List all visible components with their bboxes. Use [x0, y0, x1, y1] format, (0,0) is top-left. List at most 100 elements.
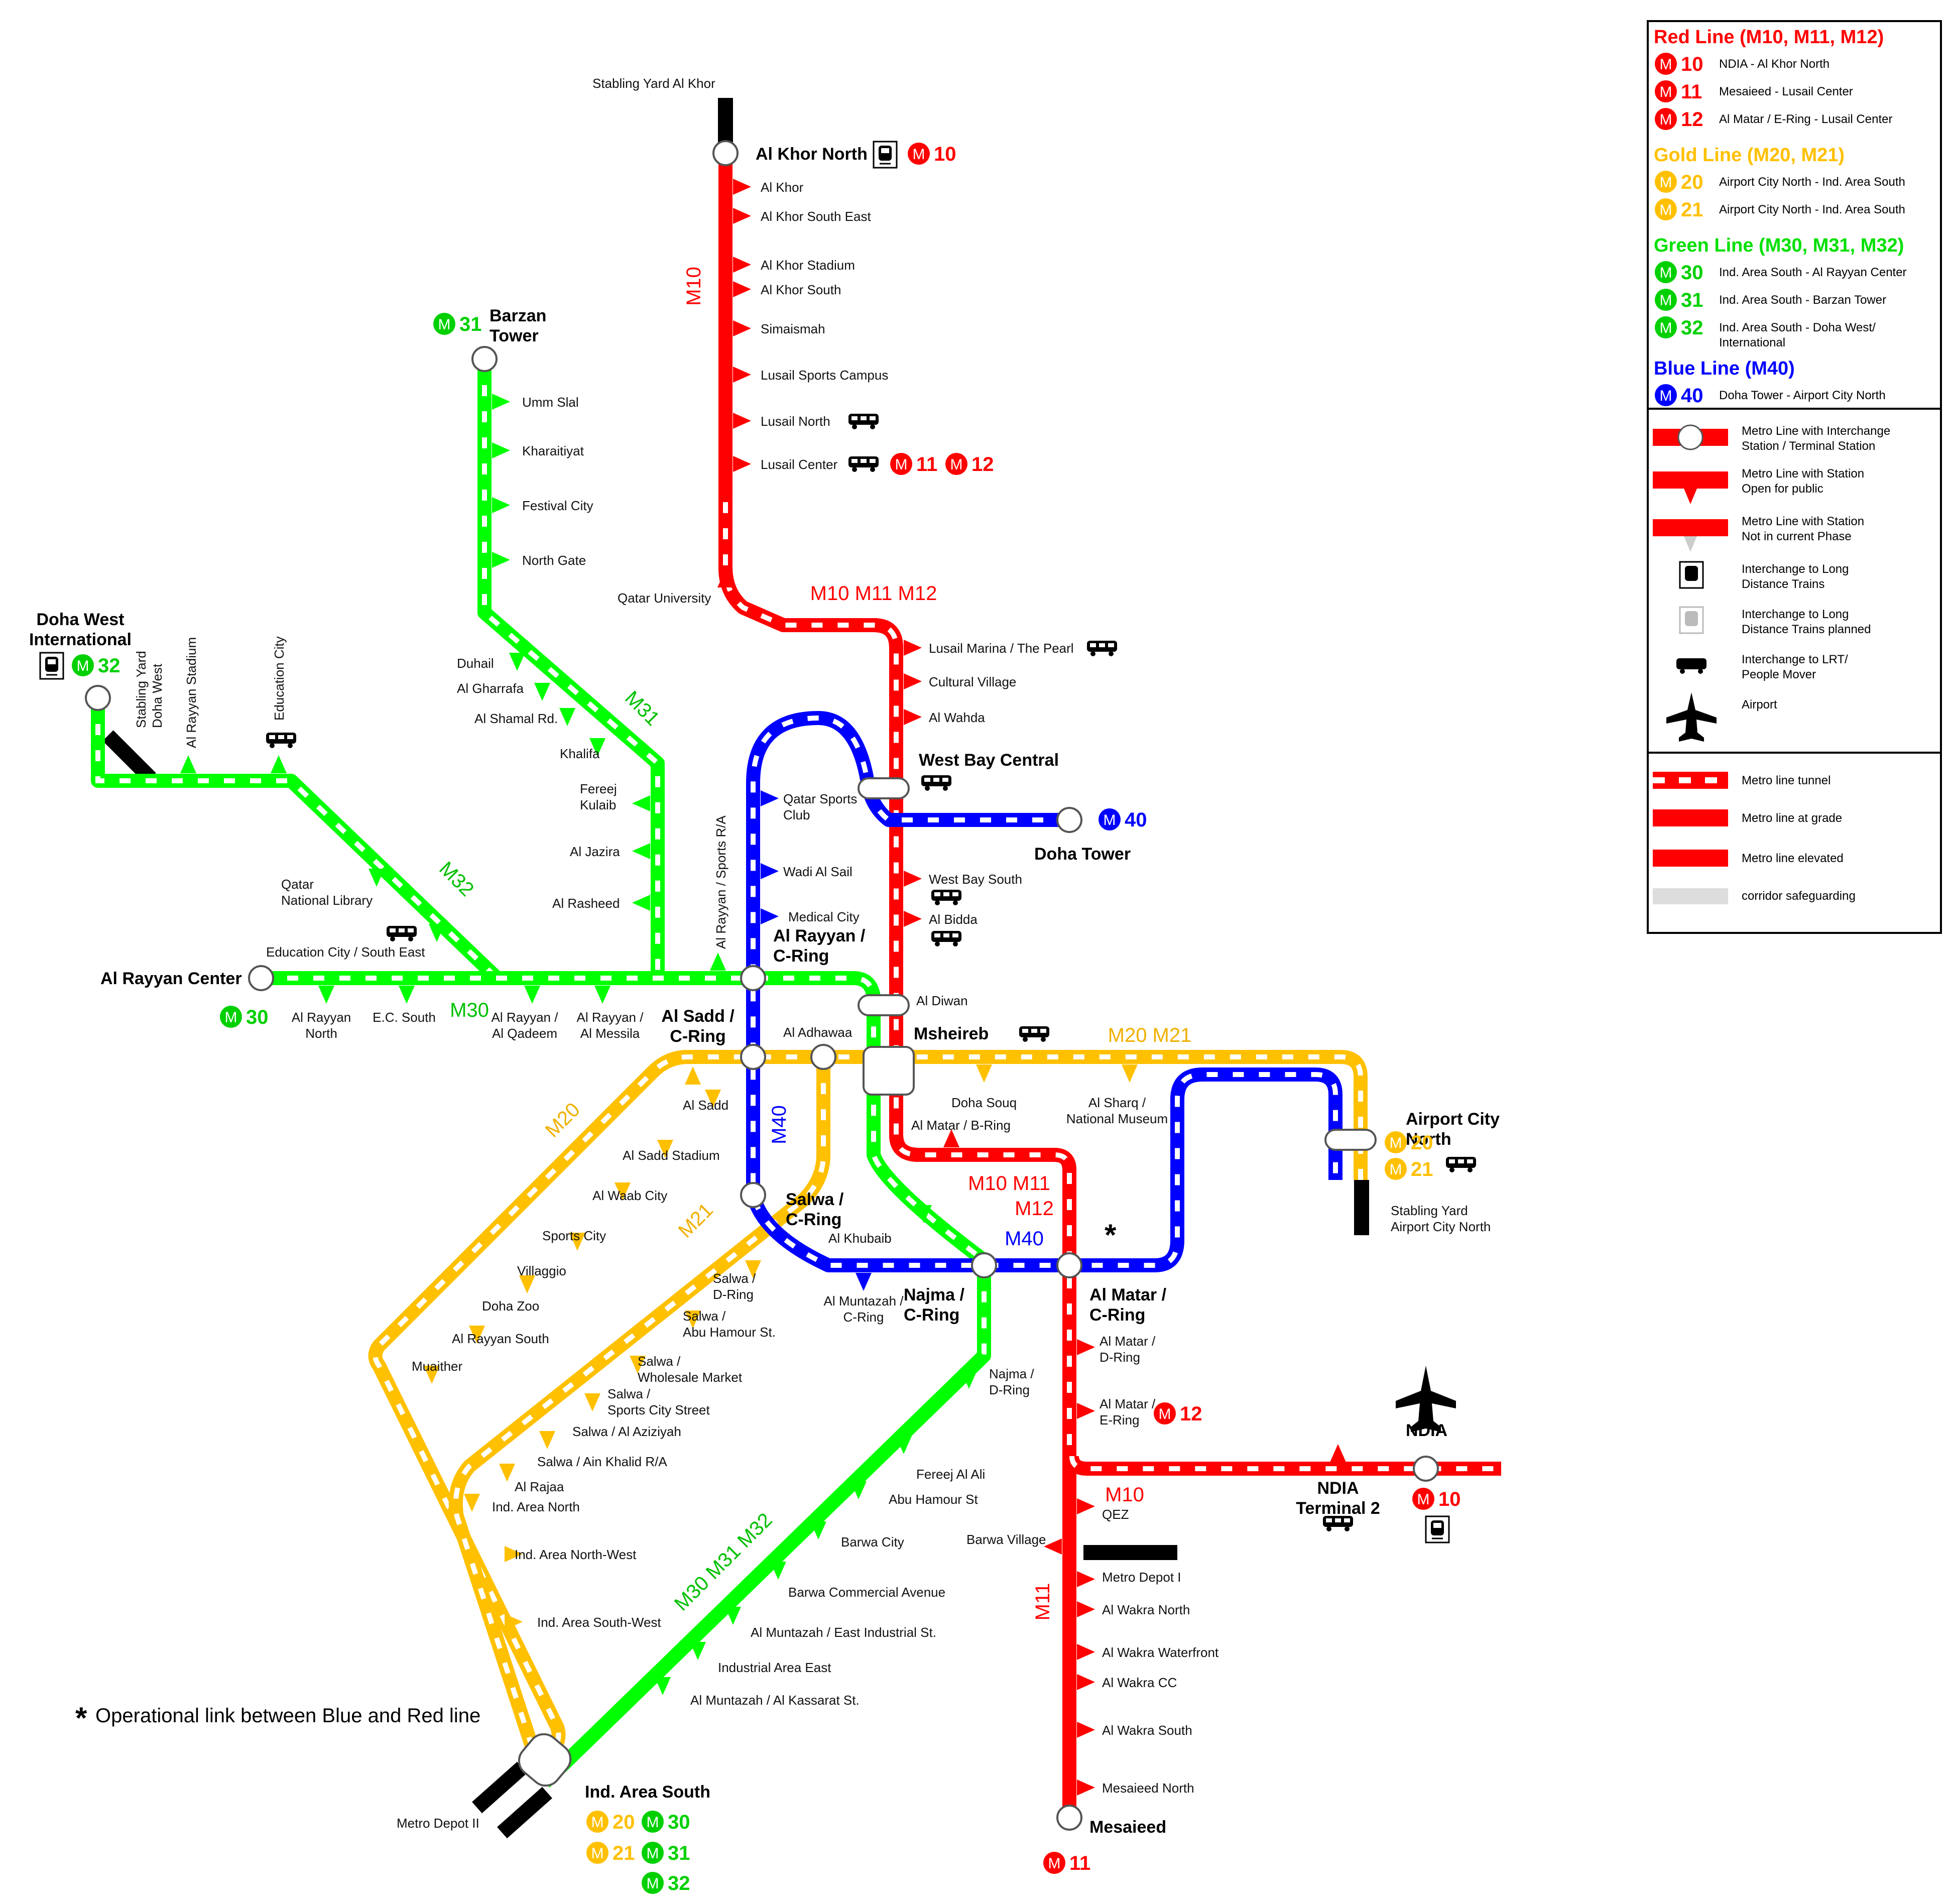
legend-route-desc-12: Al Matar / E-Ring - Lusail Center [1719, 112, 1892, 126]
station-fereej-al-ali: Fereej Al Ali [916, 1467, 985, 1482]
station-sports-city: Sports City [542, 1228, 606, 1243]
station-al-rayyan-al-messila: Al Rayyan /Al Messila [577, 1010, 644, 1041]
tick-al-khubaib [916, 1205, 932, 1223]
node-najma-c-ring [971, 1252, 997, 1278]
node-al-adhawaa [810, 1044, 836, 1070]
tick-al-rayyan-north [318, 986, 334, 1004]
legend-route-desc-40: Doha Tower - Airport City North [1719, 389, 1886, 402]
svg-text:M: M [1390, 1135, 1402, 1151]
legend-sym-line-1 [1653, 471, 1728, 489]
svg-text:31: 31 [668, 1842, 690, 1864]
svg-text:M: M [1104, 812, 1116, 828]
station-muaither: Muaither [412, 1359, 462, 1374]
line-label-m10: M10 [683, 267, 705, 306]
node-ind-area-south [518, 1733, 572, 1787]
tick-al-muntazah-east [725, 1607, 741, 1625]
svg-text:40: 40 [1125, 809, 1147, 831]
tick-al-rayyan-sports [710, 953, 726, 971]
station-ind-area-north: Ind. Area North [492, 1499, 580, 1514]
legend-line-title-2: Green Line (M30, M31, M32) [1654, 235, 1904, 256]
tick-ind-south-west [505, 1614, 523, 1630]
tick-barwa-commercial [770, 1562, 786, 1580]
tick-al-rayyan-qadeem [524, 986, 540, 1004]
legend-type-corridor [1653, 888, 1728, 904]
station-e-c-south: E.C. South [373, 1010, 436, 1025]
stabling-yard-doha-west-track [102, 730, 156, 784]
svg-text:31: 31 [1681, 289, 1703, 311]
node-al-rayyan-center [248, 965, 274, 991]
station-ind-area-north-west: Ind. Area North-West [515, 1547, 637, 1562]
station-ndia: NDIA [1406, 1421, 1447, 1440]
svg-text:10: 10 [1438, 1488, 1461, 1510]
lrt-icon-ndia-t2 [1323, 1516, 1353, 1531]
tick-fereej-al-ali [896, 1436, 912, 1454]
svg-text:M: M [895, 456, 908, 473]
svg-text:M: M [950, 456, 963, 473]
station-al-khor-stadium: Al Khor Stadium [761, 258, 855, 273]
station-al-wakra-north: Al Wakra North [1102, 1602, 1190, 1617]
tick-qatar-national-library [369, 869, 385, 887]
line-label-m12: M12 [1015, 1198, 1054, 1220]
lrt-icon-education-city [266, 733, 296, 748]
tick-al-khor [733, 179, 751, 195]
line-label-m30: M30 [450, 999, 489, 1021]
line-label-m10-m11: M10 M11 [968, 1172, 1050, 1195]
svg-text:10: 10 [934, 143, 956, 165]
station-lusail-marina-the-pearl: Lusail Marina / The Pearl [929, 641, 1074, 656]
tick-doha-zoo [519, 1275, 535, 1293]
svg-text:30: 30 [1681, 262, 1703, 284]
tick-al-rayyan-south [469, 1326, 485, 1344]
svg-text:M: M [438, 316, 451, 333]
legend-route-desc-21: Airport City North - Ind. Area South [1719, 203, 1905, 216]
station-al-shamal-rd-: Al Shamal Rd. [474, 711, 558, 726]
tick-al-khor-stadium [733, 257, 751, 273]
airplane-icon-ndia [1396, 1366, 1456, 1432]
node-msheireb [863, 1046, 915, 1096]
svg-text:32: 32 [1681, 317, 1703, 339]
tick-doha-souq [976, 1064, 992, 1083]
station-metro-depot-ii: Metro Depot II [397, 1816, 479, 1831]
tick-education-city [271, 755, 287, 773]
station-wadi-al-sail: Wadi Al Sail [783, 864, 852, 879]
station-al-muntazah-al-kassarat-st-: Al Muntazah / Al Kassarat St. [690, 1693, 860, 1708]
svg-text:32: 32 [668, 1872, 690, 1894]
station-al-rayyan-stadium: Al Rayyan Stadium [184, 637, 199, 748]
station-stabling-yard-doha-west: Stabling YardDoha West [134, 651, 165, 728]
tick-cultural-village [904, 673, 922, 689]
svg-text:12: 12 [1681, 108, 1703, 131]
tick-medical-city [761, 908, 779, 924]
red-line-north-tunnel-tunnel [723, 502, 1072, 1456]
tick-al-wakra-waterfront [1077, 1644, 1095, 1660]
tick-umm-slal [492, 394, 510, 410]
svg-text:M: M [1660, 320, 1672, 336]
svg-text:31: 31 [459, 313, 482, 335]
tick-al-matar-d [1077, 1339, 1095, 1355]
station-salwa-al-aziziyah: Salwa / Al Aziziyah [572, 1424, 681, 1439]
tick-al-khor-se [733, 208, 751, 224]
green-line-m30-elev [540, 1350, 989, 1788]
station-al-khor-south: Al Khor South [761, 282, 841, 297]
station-msheireb: Msheireb [914, 1024, 989, 1043]
station-al-wakra-waterfront: Al Wakra Waterfront [1102, 1645, 1219, 1660]
station-al-matar-b-ring: Al Matar / B-Ring [911, 1118, 1011, 1133]
station-lusail-center: Lusail Center [761, 457, 838, 472]
tick-al-wakra-cc [1077, 1674, 1095, 1690]
station-najma-d-ring: Najma /D-Ring [989, 1366, 1034, 1397]
node-doha-tower [1056, 807, 1082, 833]
station-salwa-d-ring: Salwa /D-Ring [713, 1271, 756, 1302]
node-doha-west [85, 685, 111, 711]
tick-salwa-d [745, 1260, 761, 1278]
tick-al-sadd [685, 1066, 701, 1085]
station-al-sadd: Al Sadd [683, 1098, 728, 1113]
